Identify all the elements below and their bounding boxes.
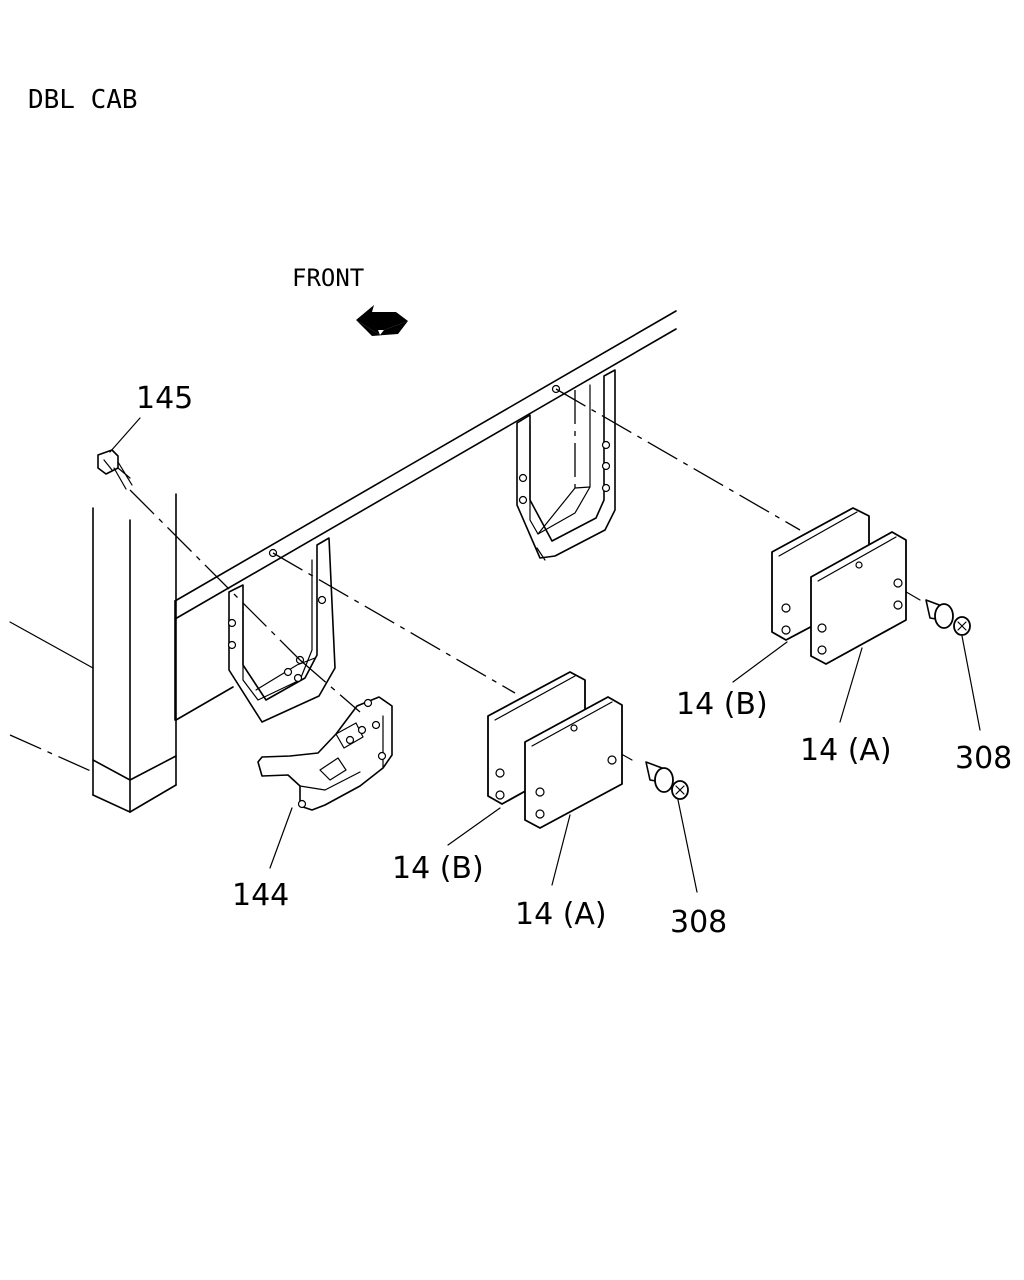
cab-post <box>92 493 177 813</box>
frame-rail <box>9 310 677 773</box>
bolt-308-left-icon <box>645 761 689 800</box>
plate-a-left <box>524 696 623 829</box>
front-cab-mount <box>227 537 336 723</box>
front-arrow-icon <box>356 305 408 336</box>
leader-lines <box>109 417 981 893</box>
callout-14b-left: 14 (B) <box>392 851 484 886</box>
diagram-title: DBL CAB <box>28 85 138 115</box>
callout-14a-left: 14 (A) <box>515 897 607 932</box>
bracket-144 <box>257 696 393 811</box>
callout-144: 144 <box>232 878 289 913</box>
bolt-145-icon <box>97 449 133 490</box>
front-label: FRONT <box>292 264 364 292</box>
plate-a-right <box>810 531 907 665</box>
rear-cab-mount <box>516 369 616 561</box>
callout-14b-right: 14 (B) <box>676 687 768 722</box>
callout-308-right: 308 <box>955 741 1012 776</box>
callout-145: 145 <box>136 381 193 416</box>
bolt-308-right-icon <box>925 599 971 636</box>
callout-308-left: 308 <box>670 905 727 940</box>
callout-14a-right: 14 (A) <box>800 733 892 768</box>
